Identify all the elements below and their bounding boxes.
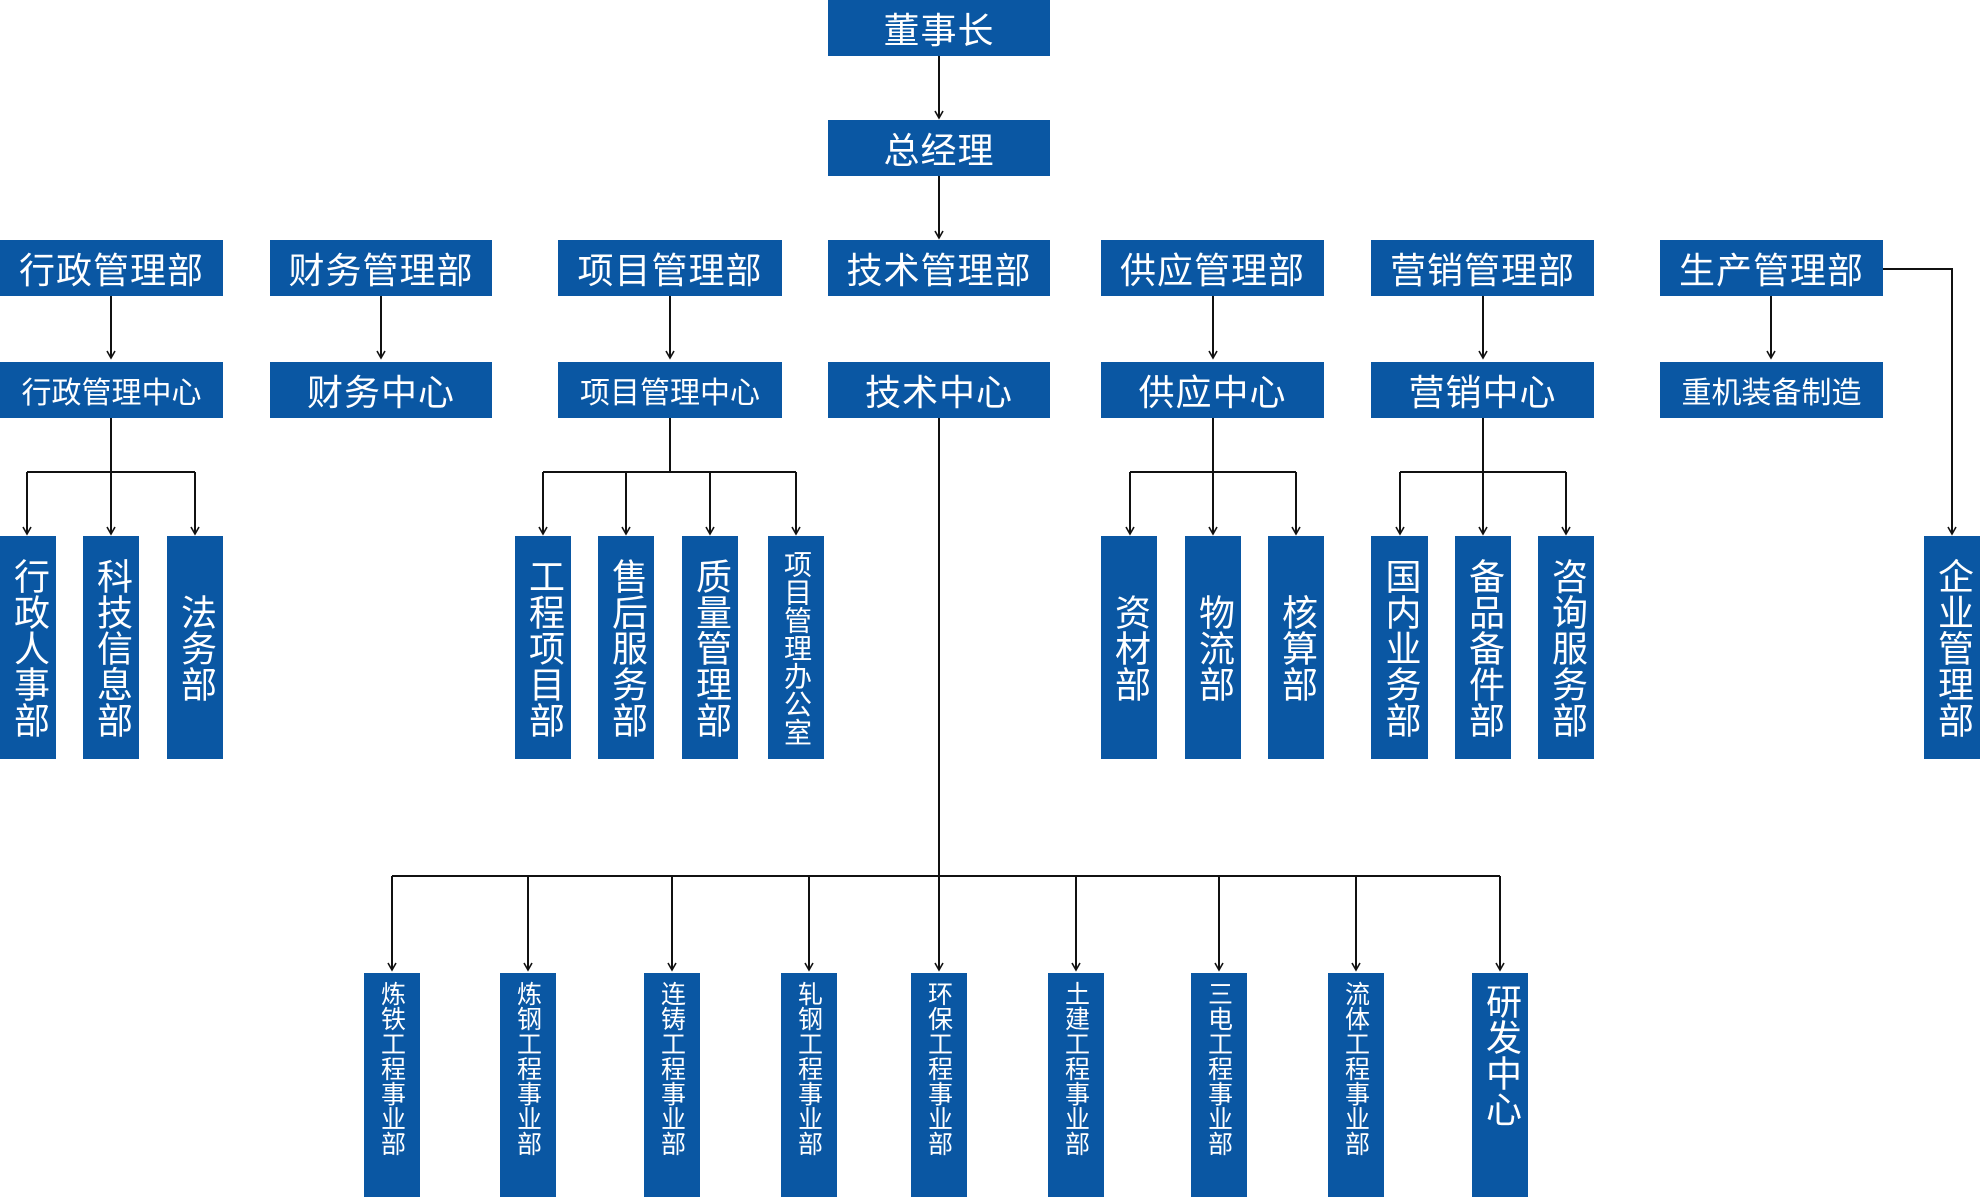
- chairman-box: 董事长: [828, 0, 1050, 56]
- dept-marketing: 营销管理部: [1371, 240, 1594, 296]
- unit-quality: 质量管理部: [682, 536, 738, 759]
- center-finance: 财务中心: [270, 362, 492, 418]
- unit-logistics: 物流部: [1185, 536, 1241, 759]
- center-supply: 供应中心: [1101, 362, 1324, 418]
- unit-consulting: 咨询服务部: [1538, 536, 1594, 759]
- unit-accounting: 核算部: [1268, 536, 1324, 759]
- unit-environmental: 环保工程事业部: [911, 973, 967, 1197]
- center-project: 项目管理中心: [558, 362, 782, 418]
- dept-supply: 供应管理部: [1101, 240, 1324, 296]
- center-marketing: 营销中心: [1371, 362, 1594, 418]
- center-tech: 技术中心: [828, 362, 1050, 418]
- unit-project-office: 项目管理办公室: [768, 536, 824, 759]
- dept-finance: 财务管理部: [270, 240, 492, 296]
- dept-project: 项目管理部: [558, 240, 782, 296]
- unit-rnd: 研发中心: [1472, 973, 1528, 1197]
- dept-tech: 技术管理部: [828, 240, 1050, 296]
- unit-fluid: 流体工程事业部: [1328, 973, 1384, 1197]
- unit-electrical: 三电工程事业部: [1191, 973, 1247, 1197]
- unit-admin-hr: 行政人事部: [0, 536, 56, 759]
- connector-production-enterprise: [1883, 268, 1957, 536]
- unit-ironmaking: 炼铁工程事业部: [364, 973, 420, 1197]
- unit-rolling: 轧钢工程事业部: [781, 973, 837, 1197]
- unit-domestic-business: 国内业务部: [1371, 536, 1428, 759]
- unit-materials: 资材部: [1101, 536, 1157, 759]
- unit-engineering-project: 工程项目部: [515, 536, 571, 759]
- unit-steelmaking: 炼钢工程事业部: [500, 973, 556, 1197]
- unit-legal: 法务部: [167, 536, 223, 759]
- unit-civil: 土建工程事业部: [1048, 973, 1104, 1197]
- unit-casting: 连铸工程事业部: [644, 973, 700, 1197]
- dept-admin: 行政管理部: [0, 240, 223, 296]
- center-production: 重机装备制造: [1660, 362, 1883, 418]
- unit-after-sales: 售后服务部: [598, 536, 654, 759]
- center-admin: 行政管理中心: [0, 362, 223, 418]
- unit-tech-info: 科技信息部: [83, 536, 139, 759]
- general-manager-box: 总经理: [828, 120, 1050, 176]
- dept-production: 生产管理部: [1660, 240, 1883, 296]
- unit-spare-parts: 备品备件部: [1455, 536, 1511, 759]
- unit-enterprise-mgmt: 企业管理部: [1924, 536, 1980, 759]
